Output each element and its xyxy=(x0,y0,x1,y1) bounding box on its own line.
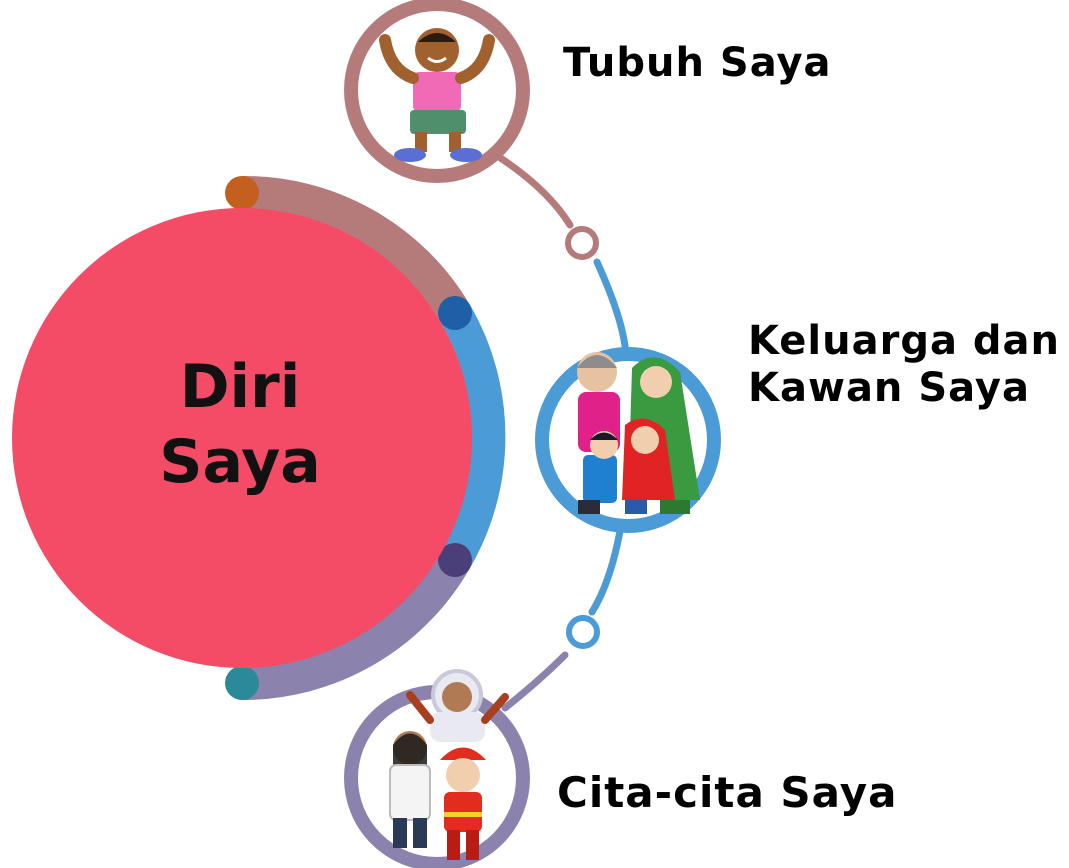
connector-node-bottom xyxy=(566,615,600,649)
center-title: Diri Saya xyxy=(130,350,350,500)
center-title-line1: Diri xyxy=(179,352,301,422)
topic-label-careers: Cita-cita Saya xyxy=(557,768,898,817)
topic-circle-body xyxy=(344,0,530,183)
arc-dot-blue xyxy=(438,296,472,330)
connector-node-top xyxy=(565,226,599,260)
topic-label-family-line1: Keluarga dan xyxy=(748,318,1060,364)
careers-kids-icon xyxy=(389,669,509,860)
arc-dot-orange xyxy=(225,176,259,210)
topic-circle-family xyxy=(535,347,721,533)
arc-dot-purple xyxy=(438,543,472,577)
topic-label-family-line2: Kawan Saya xyxy=(748,365,1030,412)
topic-label-family: Keluarga dan Kawan Saya xyxy=(748,318,1060,412)
topic-label-body: Tubuh Saya xyxy=(563,40,832,86)
arc-dot-teal xyxy=(225,666,259,700)
center-circle xyxy=(12,208,472,668)
center-title-line2: Saya xyxy=(159,427,321,497)
topic-circle-careers xyxy=(344,669,530,868)
strong-kid-icon xyxy=(379,28,495,162)
outer-arc xyxy=(241,175,506,701)
family-icon xyxy=(577,352,700,514)
